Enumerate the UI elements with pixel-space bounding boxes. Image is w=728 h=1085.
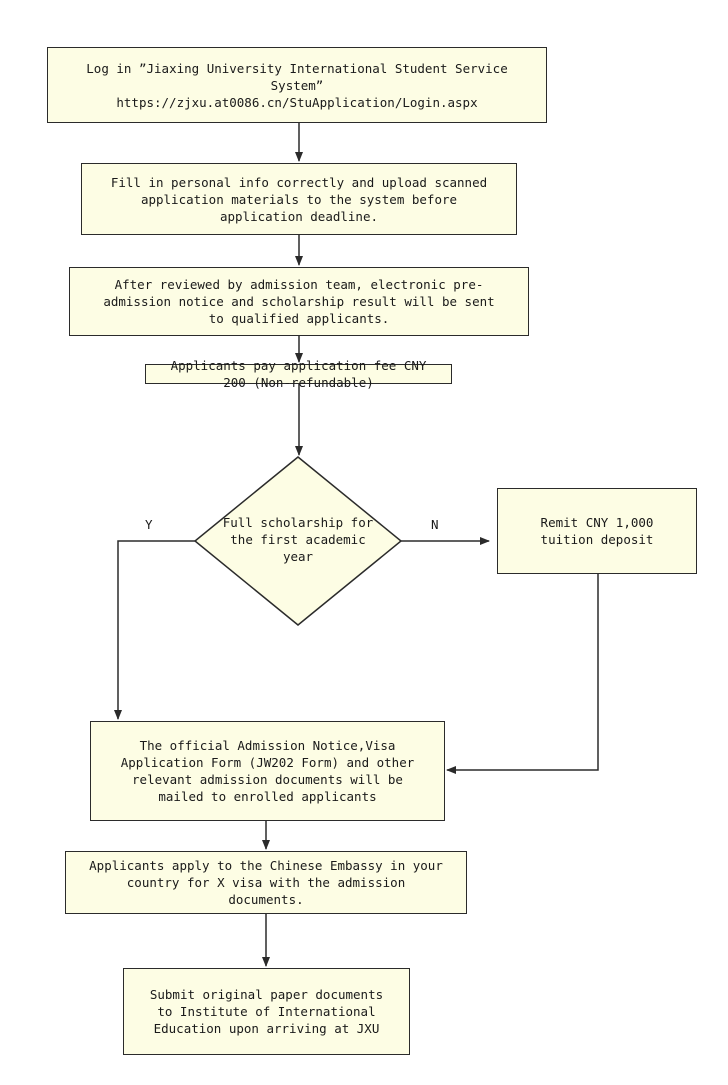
decision-label: Full scholarship for the first academic … [222, 515, 374, 564]
step-login: Log in ”Jiaxing University International… [47, 47, 547, 123]
step-tuition-deposit: Remit CNY 1,000 tuition deposit [497, 488, 697, 574]
step-admission-notice: The official Admission Notice,Visa Appli… [90, 721, 445, 821]
step-fill-info: Fill in personal info correctly and uplo… [81, 163, 517, 235]
step-pay-fee: Applicants pay application fee CNY 200 (… [145, 358, 452, 390]
step-review: After reviewed by admission team, electr… [69, 267, 529, 336]
step-submit-documents: Submit original paper documents to Insti… [123, 968, 410, 1055]
arrow-yes-branch [114, 540, 195, 720]
branch-yes-label: Y [145, 517, 153, 532]
decision-diamond [193, 456, 403, 626]
arrow-deposit-to-notice [446, 574, 599, 774]
branch-no-label: N [431, 517, 439, 532]
step-visa: Applicants apply to the Chinese Embassy … [65, 851, 467, 914]
